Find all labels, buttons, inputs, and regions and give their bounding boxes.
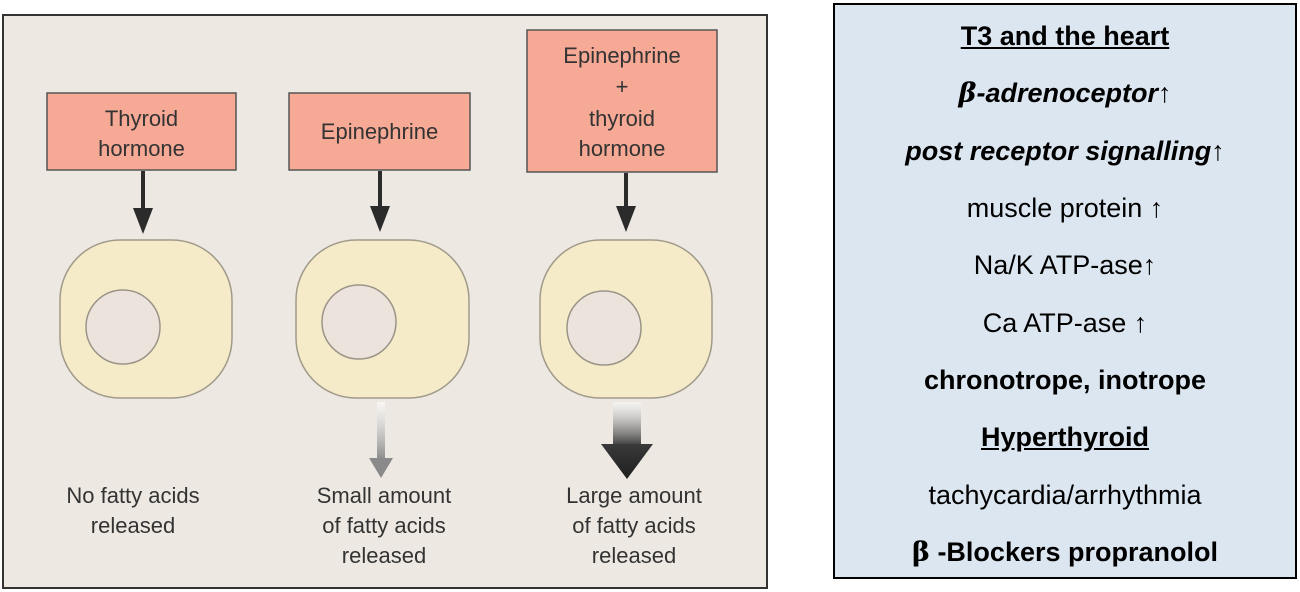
outcome-line: of fatty acids — [322, 513, 446, 538]
outcome-line: released — [91, 513, 175, 538]
info-ca: Ca ATP-ase ↑ — [982, 308, 1148, 338]
hormone-box — [526, 29, 718, 173]
beta-symbol: β — [958, 78, 977, 109]
cell-nucleus — [321, 284, 397, 360]
outcome-line: No fatty acids — [66, 483, 199, 508]
hormone-box — [46, 92, 237, 171]
cell-nucleus — [85, 289, 161, 365]
post-receptor-text: post receptor signalling — [905, 136, 1212, 166]
hormone-label-line: + — [616, 74, 629, 99]
beta-symbol: β — [912, 537, 930, 568]
outcome-line: released — [592, 543, 676, 568]
up-arrow-icon: ↑ — [1211, 136, 1225, 166]
hormone-label-line: hormone — [98, 136, 185, 161]
info-title: T3 and the heart — [960, 21, 1170, 51]
info-chronotrope: chronotrope, inotrope — [924, 365, 1206, 395]
hormone-label-line: thyroid — [589, 106, 655, 131]
info-hyperthyroid: Hyperthyroid — [980, 422, 1150, 452]
outcome-line: Small amount — [317, 483, 452, 508]
info-post-receptor: post receptor signalling↑ — [835, 135, 1295, 167]
up-arrow-icon: ↑ — [1157, 78, 1172, 108]
hormone-label-line: Thyroid — [105, 106, 178, 131]
large-release-arrow-shaft — [613, 402, 641, 446]
info-tachycardia: tachycardia/arrhythmia — [928, 480, 1202, 510]
outcome-line: of fatty acids — [572, 513, 696, 538]
large-release-arrow-icon — [601, 444, 653, 479]
small-release-arrow-icon — [369, 458, 393, 478]
small-release-arrow-shaft — [377, 402, 385, 460]
info-blockers: β -Blockers propranolol — [835, 536, 1295, 569]
hormone-box — [288, 92, 471, 171]
outcome-line: Large amount — [566, 483, 702, 508]
info-na-k: Na/K ATP-ase↑ — [973, 250, 1157, 280]
down-arrow-icon — [616, 206, 636, 232]
info-box: T3 and the heart β-adrenoceptor↑ post re… — [833, 3, 1297, 579]
hormone-label-line: hormone — [579, 136, 666, 161]
hormone-label-line: Epinephrine — [563, 43, 680, 68]
down-arrow-icon — [133, 208, 153, 234]
info-adrenoceptor: β-adrenoceptor↑ — [835, 77, 1295, 110]
hormone-label-line: Epinephrine — [321, 119, 438, 144]
cell-nucleus — [566, 290, 642, 366]
down-arrow-icon — [370, 206, 390, 232]
info-muscle-protein: muscle protein ↑ — [966, 193, 1164, 223]
column-thyroid: Thyroid hormone No fatty acids released — [46, 92, 237, 538]
adrenoceptor-text: -adrenoceptor — [976, 78, 1158, 108]
outcome-line: released — [342, 543, 426, 568]
column-epinephrine: Epinephrine Small amount of fatty acids … — [288, 92, 471, 568]
column-combined: Epinephrine + thyroid hormone Large amou… — [526, 29, 718, 568]
blockers-text: -Blockers propranolol — [929, 537, 1218, 567]
fatty-acid-diagram: Thyroid hormone No fatty acids released … — [2, 14, 768, 589]
